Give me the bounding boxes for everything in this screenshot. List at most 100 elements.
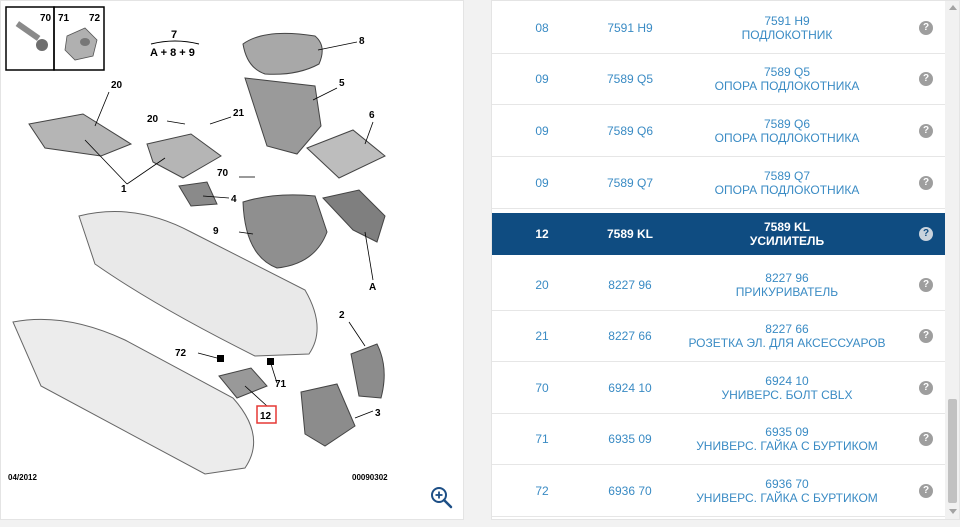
row-part-code[interactable]: 7589 Q5 — [606, 72, 654, 86]
row-part-code[interactable]: 6935 09 — [608, 432, 652, 446]
row-description-name: УНИВЕРС. ГАЙКА С БУРТИКОМ — [696, 439, 878, 453]
zoom-in-icon[interactable] — [429, 485, 453, 509]
row-part-code[interactable]: 6924 10 — [608, 381, 652, 395]
row-part-code[interactable]: 6936 70 — [608, 484, 652, 498]
row-description-code: 7589 Q6 — [763, 117, 811, 131]
table-scrollbar[interactable] — [945, 1, 959, 519]
inset-box-71-72 — [53, 6, 105, 71]
row-description-code: 8227 66 — [765, 322, 809, 336]
inset-label-70: 70 — [40, 13, 52, 24]
help-icon[interactable]: ? — [919, 124, 933, 138]
row-description-code: 6935 09 — [765, 425, 809, 439]
row-description-code: 8227 96 — [765, 271, 809, 285]
help-icon[interactable]: ? — [919, 484, 933, 498]
row-description-name: УНИВЕРС. ГАЙКА С БУРТИКОМ — [696, 491, 878, 505]
callout-8[interactable]: 8 — [359, 36, 365, 47]
help-icon[interactable]: ? — [919, 432, 933, 446]
row-part-code[interactable]: 7589 Q7 — [606, 176, 654, 190]
callout-72[interactable]: 72 — [175, 348, 187, 359]
help-icon[interactable]: ? — [919, 227, 933, 241]
row-part-code[interactable]: 7591 H9 — [607, 21, 653, 35]
scroll-up-icon[interactable] — [949, 5, 957, 10]
callout-3[interactable]: 3 — [375, 408, 381, 419]
callout-a[interactable]: A — [369, 282, 376, 293]
row-description-name: ОПОРА ПОДЛОКОТНИКА — [714, 131, 860, 145]
callout-70[interactable]: 70 — [217, 168, 229, 179]
row-position: 12 — [535, 227, 549, 241]
row-description-name: УНИВЕРС. БОЛТ CBLX — [721, 388, 853, 402]
row-description-code: 7589 KL — [763, 220, 811, 234]
callout-1[interactable]: 1 — [121, 184, 127, 195]
callout-9[interactable]: 9 — [213, 226, 219, 237]
row-part-code[interactable]: 8227 66 — [608, 329, 652, 343]
row-description-code: 6936 70 — [765, 477, 809, 491]
callout-71[interactable]: 71 — [275, 379, 287, 390]
diagram-code: 00090302 — [352, 473, 388, 482]
row-description-name: ОПОРА ПОДЛОКОТНИКА — [714, 79, 860, 93]
callout-20-left[interactable]: 20 — [111, 80, 123, 91]
callout-2[interactable]: 2 — [339, 310, 345, 321]
help-icon[interactable]: ? — [919, 278, 933, 292]
callout-4[interactable]: 4 — [231, 194, 237, 205]
help-icon[interactable]: ? — [919, 329, 933, 343]
row-position: 72 — [535, 484, 549, 498]
help-icon[interactable]: ? — [919, 72, 933, 86]
help-icon[interactable]: ? — [919, 381, 933, 395]
row-description-code: 7589 Q7 — [763, 169, 811, 183]
callout-5[interactable]: 5 — [339, 78, 345, 89]
row-description-name: ПОДЛОКОТНИК — [741, 28, 833, 42]
row-position: 09 — [535, 176, 549, 190]
parts-diagram[interactable]: 70 71 72 7 A + 8 + 9 — [5, 6, 401, 486]
formula-text: A + 8 + 9 — [150, 47, 195, 59]
help-icon[interactable]: ? — [919, 21, 933, 35]
row-description-name: ПРИКУРИВАТЕЛЬ — [735, 285, 839, 299]
row-description-code: 7591 H9 — [764, 14, 810, 28]
row-position: 09 — [535, 72, 549, 86]
inset-label-71: 71 — [58, 13, 70, 24]
callout-6[interactable]: 6 — [369, 110, 375, 121]
scrollbar-thumb[interactable] — [948, 399, 957, 503]
row-description-name: УСИЛИТЕЛЬ — [749, 234, 825, 248]
highlight-box-12 — [256, 405, 277, 424]
callout-21[interactable]: 21 — [233, 108, 245, 119]
row-description-code: 6924 10 — [765, 374, 809, 388]
row-part-code[interactable]: 8227 96 — [608, 278, 652, 292]
bolt-icon — [15, 21, 48, 51]
nut-icon — [64, 27, 98, 61]
scroll-down-icon[interactable] — [949, 509, 957, 514]
callout-20-center[interactable]: 20 — [147, 114, 159, 125]
diagram-date: 04/2012 — [8, 473, 37, 482]
row-part-code[interactable]: 7589 Q6 — [606, 124, 654, 138]
formula-number: 7 — [171, 29, 177, 41]
row-part-code[interactable]: 7589 KL — [606, 227, 654, 241]
diagram-panel: 70 71 72 7 A + 8 + 9 — [0, 0, 464, 520]
inset-label-72: 72 — [89, 13, 101, 24]
row-position: 21 — [535, 329, 549, 343]
help-icon[interactable]: ? — [919, 176, 933, 190]
row-position: 70 — [535, 381, 549, 395]
callout-12[interactable]: 12 — [260, 411, 272, 422]
row-description-code: 7589 Q5 — [763, 65, 811, 79]
row-description-name: ОПОРА ПОДЛОКОТНИКА — [714, 183, 860, 197]
